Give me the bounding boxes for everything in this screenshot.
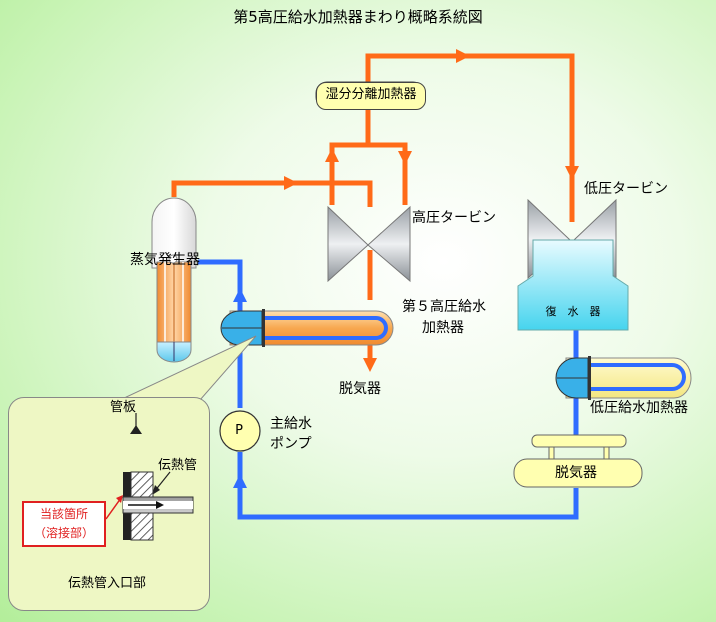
weld-lower bbox=[123, 512, 131, 540]
pump-symbol-label: P bbox=[235, 423, 243, 438]
lp-heater-label: 低圧給水加熱器 bbox=[590, 400, 688, 416]
hp-feedwater-heater bbox=[220, 309, 394, 347]
main-pump-label-line2: ポンプ bbox=[270, 436, 312, 452]
tube-sheet-pointer-head bbox=[130, 425, 142, 434]
steam-line-sg-to-hp-turbine bbox=[171, 180, 373, 207]
lp-turbine-label: 低圧タービン bbox=[584, 181, 668, 197]
steam-arrows bbox=[284, 49, 579, 372]
hp-heater-label-line2: 加熱器 bbox=[422, 320, 464, 336]
arrow-down-lp-turbine bbox=[565, 166, 579, 180]
tube-sheet-lower bbox=[130, 511, 154, 541]
tube-sheet-label: 管板 bbox=[110, 400, 137, 415]
hp-turbine-label: 高圧タービン bbox=[412, 210, 496, 226]
inset-caption: 伝熱管入口部 bbox=[68, 576, 147, 591]
diagram-title: 第5高圧給水加熱器まわり概略系統図 bbox=[233, 8, 483, 26]
condenser-label: 復 水 器 bbox=[545, 305, 601, 318]
flow-arrow-head bbox=[156, 501, 164, 509]
deaerator-arrow-label: 脱気器 bbox=[339, 381, 381, 397]
arrow-up-left-branch bbox=[325, 148, 339, 162]
arrow-down-right-branch bbox=[398, 151, 412, 165]
main-feedwater-pump bbox=[219, 410, 261, 452]
weld-upper bbox=[123, 472, 131, 498]
steam-generator bbox=[151, 197, 197, 363]
arrow-up-feedwater-heater bbox=[233, 288, 247, 302]
hp-heater-label-line1: 第５高圧給水 bbox=[402, 299, 486, 315]
condenser-body bbox=[517, 239, 629, 331]
arrow-right-top-line bbox=[284, 176, 298, 190]
heat-tube-label: 伝熱管 bbox=[158, 458, 198, 473]
callout-line2: （溶接部） bbox=[33, 526, 94, 540]
lp-feedwater-heater bbox=[555, 356, 692, 400]
arrow-right-msr-line bbox=[456, 49, 470, 63]
steam-generator-label: 蒸気発生器 bbox=[130, 252, 200, 268]
tube-sheet-upper bbox=[130, 471, 154, 499]
heat-tube-pointer-head bbox=[152, 485, 160, 495]
arrow-up-feedwater-pump bbox=[233, 474, 247, 488]
deaerator-label: 脱気器 bbox=[555, 465, 597, 481]
hp-turbine bbox=[327, 205, 411, 283]
callout-line1: 当該箇所 bbox=[39, 507, 88, 521]
arrow-down-to-deaerator bbox=[363, 358, 377, 372]
callout-pointer bbox=[105, 497, 122, 520]
main-pump-label-line1: 主給水 bbox=[270, 416, 312, 432]
moisture-separator-label: 湿分分離加熱器 bbox=[316, 82, 426, 110]
weld-location-callout: 当該箇所 （溶接部） bbox=[22, 501, 106, 547]
deaerator bbox=[513, 434, 643, 488]
water-arrows bbox=[233, 288, 247, 488]
callout-pointer-head bbox=[116, 495, 123, 503]
